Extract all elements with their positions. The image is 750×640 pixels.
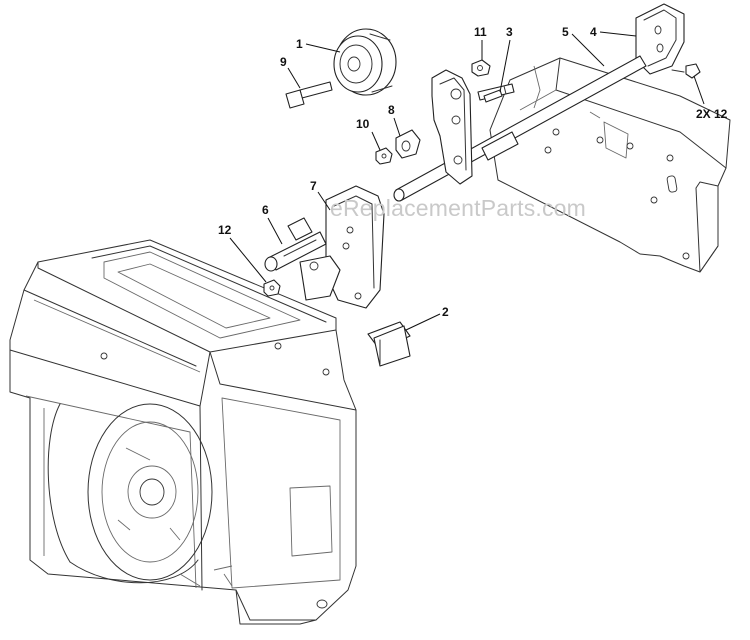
cable-bracket	[635, 3, 701, 79]
callout-label-12: 12	[218, 223, 232, 237]
callout-9: 9	[280, 55, 301, 89]
callout-label-11: 11	[474, 25, 487, 39]
callout-10: 10	[356, 117, 381, 151]
watermark: eReplacementParts.com	[330, 195, 586, 221]
callout-label-3: 3	[506, 25, 513, 39]
callout-2x12: 2X 12	[693, 75, 728, 121]
hex-nut-10	[375, 147, 393, 165]
gearbox-housing	[9, 239, 357, 625]
idler-pulley	[333, 28, 397, 96]
callout-label-6: 6	[262, 203, 269, 217]
callout-label-10: 10	[356, 117, 370, 131]
callout-7: 7	[310, 179, 331, 211]
callout-8: 8	[388, 103, 401, 137]
callout-6: 6	[262, 203, 283, 245]
hex-nut-12	[263, 279, 281, 297]
hex-nut-11	[471, 59, 491, 77]
callout-5: 5	[562, 25, 605, 67]
callout-label-2: 2	[442, 305, 449, 319]
lower-bracket	[299, 185, 385, 309]
callout-2: 2	[405, 305, 449, 331]
shoulder-bolt	[285, 81, 333, 109]
callout-label-2x12: 2X 12	[696, 107, 728, 121]
callout-label-1: 1	[296, 37, 303, 51]
callout-12: 12	[218, 223, 267, 283]
callout-1: 1	[296, 37, 341, 53]
callout-label-5: 5	[562, 25, 569, 39]
callout-label-8: 8	[388, 103, 395, 117]
spring-bracket	[367, 321, 411, 367]
mounting-plate	[489, 57, 731, 273]
callout-11: 11	[474, 25, 487, 60]
callout-label-7: 7	[310, 179, 317, 193]
callout-3: 3	[499, 25, 513, 93]
callout-label-4: 4	[590, 25, 597, 39]
bushing	[395, 129, 421, 159]
lever-arm	[264, 217, 327, 272]
callout-label-9: 9	[280, 55, 287, 69]
callout-4: 4	[590, 25, 637, 39]
carriage-bolt	[483, 89, 503, 103]
